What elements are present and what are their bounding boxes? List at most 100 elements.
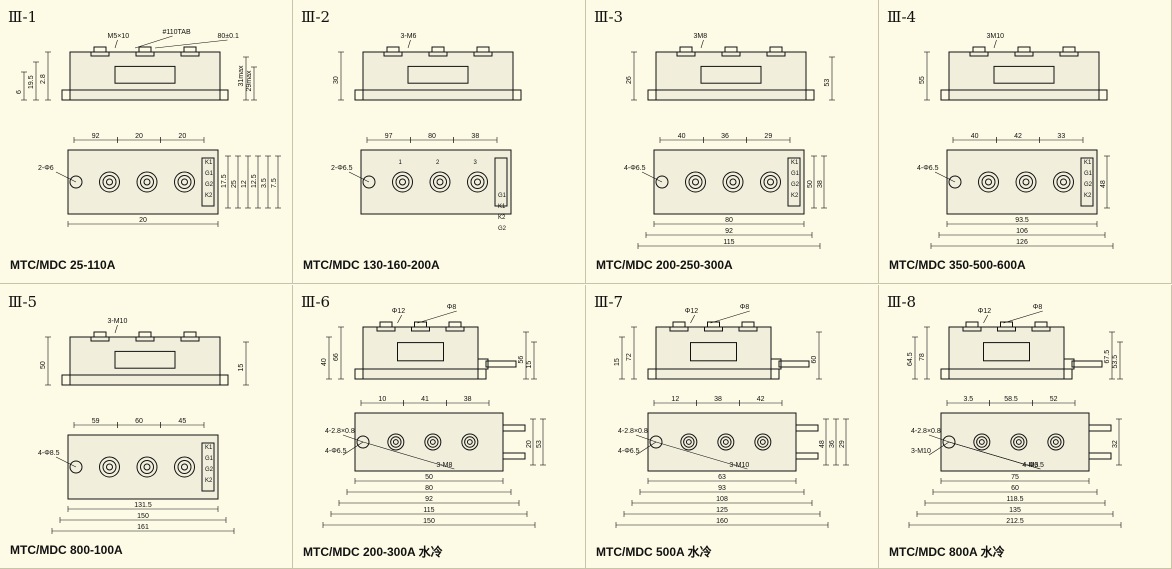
screw-head <box>672 321 686 328</box>
dimension-label: Φ12 <box>978 308 991 315</box>
dimension-label: #110TAB <box>163 29 191 36</box>
terminal-label: K2 <box>205 478 213 484</box>
panel-title: Ⅲ-7 <box>594 293 624 311</box>
dimension-label: 7.5 <box>271 178 278 188</box>
dimension-label: Φ8 <box>740 304 750 311</box>
terminal-ring <box>760 171 781 193</box>
terminal-label: G2 <box>205 467 214 473</box>
dimension-label: 92 <box>92 133 100 140</box>
terminal-label: K2 <box>498 215 506 221</box>
mounting-hole <box>649 435 663 449</box>
terminal-label: K1 <box>205 160 213 166</box>
screw-head <box>379 321 393 328</box>
model-label: MTC/MDC 25-110A <box>10 258 116 272</box>
terminal-ring <box>754 433 772 451</box>
dimension-label: 3-M10 <box>729 462 749 469</box>
dimension-label: Φ12 <box>685 308 698 315</box>
model-label: MTC/MDC 800A 水冷 <box>889 545 1005 559</box>
base-plate <box>647 368 780 380</box>
dimension-label: 106 <box>1016 228 1028 235</box>
terminal-ring <box>1047 433 1065 451</box>
dimension-label: 2.8 <box>40 74 47 84</box>
terminal-label: K1 <box>498 204 506 210</box>
dimension-label: Φ12 <box>392 308 405 315</box>
dimension-label: 160 <box>716 518 728 525</box>
module-body <box>69 336 221 386</box>
screw-head <box>386 46 400 53</box>
screw-head <box>93 46 107 53</box>
screw-head <box>138 331 152 338</box>
terminal-label: G1 <box>1084 171 1093 177</box>
dimension-label: 80 <box>425 485 433 492</box>
terminal-label: K2 <box>1084 193 1092 199</box>
model-label: MTC/MDC 350-500-600A <box>889 258 1026 272</box>
base-plate <box>354 368 487 380</box>
terminal-ring <box>429 171 451 193</box>
dimension-label: 48 <box>1100 180 1107 188</box>
dimension-label: 38 <box>464 396 472 403</box>
dimension-label: 19.5 <box>28 75 35 89</box>
label-window <box>114 350 176 369</box>
dimension-label: 3-M6 <box>401 33 417 40</box>
screw-head <box>93 331 107 338</box>
panel-title: Ⅲ-1 <box>8 8 38 26</box>
coolant-inlet <box>795 424 819 432</box>
dimension-label: 15 <box>614 358 621 366</box>
screw-head <box>138 46 152 53</box>
terminal-label: G2 <box>498 226 507 232</box>
gate-terminal-block <box>787 157 801 207</box>
front-view: 3-M6 30 <box>333 33 522 101</box>
dimension-label: 59 <box>92 418 100 425</box>
screw-head <box>769 46 783 53</box>
dimension-label: 58.5 <box>1004 396 1018 403</box>
screw-head <box>1000 321 1013 328</box>
dimension-label: 4-Φ6.5 <box>624 165 646 172</box>
gate-terminal-block <box>494 157 508 207</box>
dimension-label: 48 <box>819 440 826 448</box>
mounting-hole <box>655 175 669 189</box>
gate-terminal-block <box>1080 157 1094 207</box>
dimension-label: 12 <box>241 180 248 188</box>
dimension-label: 20 <box>178 133 186 140</box>
dimension-label: 75 <box>1011 474 1019 481</box>
screw-head <box>431 46 445 53</box>
terminal-label: 1 <box>399 160 403 166</box>
dimension-label: 4-Φ6.5 <box>325 448 347 455</box>
terminal-ring <box>717 433 735 451</box>
terminal-ring <box>99 171 120 193</box>
dimension-label: 10 <box>378 396 386 403</box>
screw-head <box>448 321 462 328</box>
base-plate <box>61 89 229 101</box>
base-plate <box>940 89 1108 101</box>
screw-head <box>972 46 986 53</box>
terminal-label: K1 <box>205 445 213 451</box>
coolant-inlet <box>502 424 526 432</box>
dimension-label: 50 <box>425 474 433 481</box>
module-body <box>948 51 1100 101</box>
dimension-label: 80 <box>725 217 733 224</box>
label-window <box>700 65 762 84</box>
dimension-label: 30 <box>333 76 340 84</box>
terminal-ring <box>685 171 706 193</box>
dimension-label: 53 <box>536 440 543 448</box>
dimension-label: 3-M10 <box>108 318 128 325</box>
screw-head <box>183 331 197 338</box>
dimension-label: 4-2.8×0.8 <box>325 428 355 435</box>
base-plate <box>940 368 1073 380</box>
dimension-label: 38 <box>471 133 479 140</box>
dimension-label: 3-M10 <box>911 448 931 455</box>
